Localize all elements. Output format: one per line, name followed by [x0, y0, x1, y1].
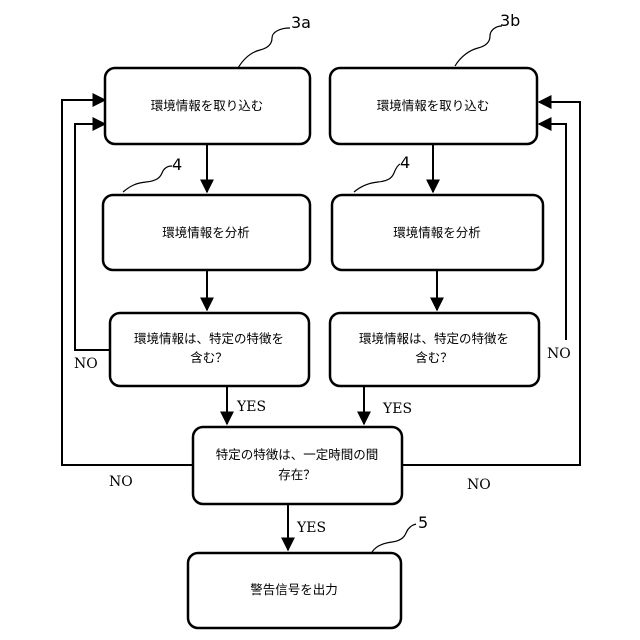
box-capture-a-label: 環境情報を取り込む: [151, 98, 264, 113]
label-no-decide-a: NO: [74, 356, 98, 372]
ref-3b: 3b: [500, 11, 520, 30]
box-persist-line1: 特定の特徴は、一定時間の間: [216, 447, 379, 462]
arrow-persist-no-right-loop: [402, 102, 580, 465]
box-decide-a-line2: 含む？: [190, 350, 228, 365]
box-capture-b-label: 環境情報を取り込む: [377, 98, 490, 113]
box-decide-b-line1: 環境情報は、特定の特徴を: [359, 331, 509, 346]
leader-4a: [123, 166, 172, 192]
box-analyze-b: 環境情報を分析: [332, 195, 543, 270]
ref-4a: 4: [172, 155, 182, 174]
box-analyze-b-label: 環境情報を分析: [393, 225, 481, 240]
box-decide-a: 環境情報は、特定の特徴を 含む？: [110, 313, 309, 386]
box-decide-b: 環境情報は、特定の特徴を 含む？: [330, 313, 539, 386]
leader-4b: [354, 164, 400, 192]
label-no-decide-b: NO: [547, 346, 571, 362]
box-persist-line2: 存在？: [278, 467, 316, 482]
box-capture-a: 環境情報を取り込む: [105, 68, 310, 144]
leader-5: [372, 524, 416, 552]
label-no-persist-left: NO: [109, 474, 133, 490]
leader-3a: [238, 28, 290, 68]
box-output-label: 警告信号を出力: [250, 582, 338, 597]
ref-5: 5: [418, 513, 428, 532]
label-yes-persist: YES: [296, 520, 326, 536]
label-yes-decide-a: YES: [236, 399, 266, 415]
box-capture-b: 環境情報を取り込む: [330, 68, 537, 144]
label-yes-decide-b: YES: [382, 401, 412, 417]
box-analyze-a: 環境情報を分析: [103, 195, 310, 270]
box-analyze-a-label: 環境情報を分析: [162, 225, 250, 240]
leader-3b: [455, 26, 502, 66]
box-output-warning: 警告信号を出力: [188, 553, 401, 628]
box-decide-a-line1: 環境情報は、特定の特徴を: [134, 331, 284, 346]
box-persist-decision: 特定の特徴は、一定時間の間 存在？: [193, 427, 402, 504]
ref-3a: 3a: [291, 13, 311, 32]
label-no-persist-right: NO: [467, 477, 491, 493]
ref-4b: 4: [400, 153, 410, 172]
box-decide-b-line2: 含む？: [415, 350, 453, 365]
